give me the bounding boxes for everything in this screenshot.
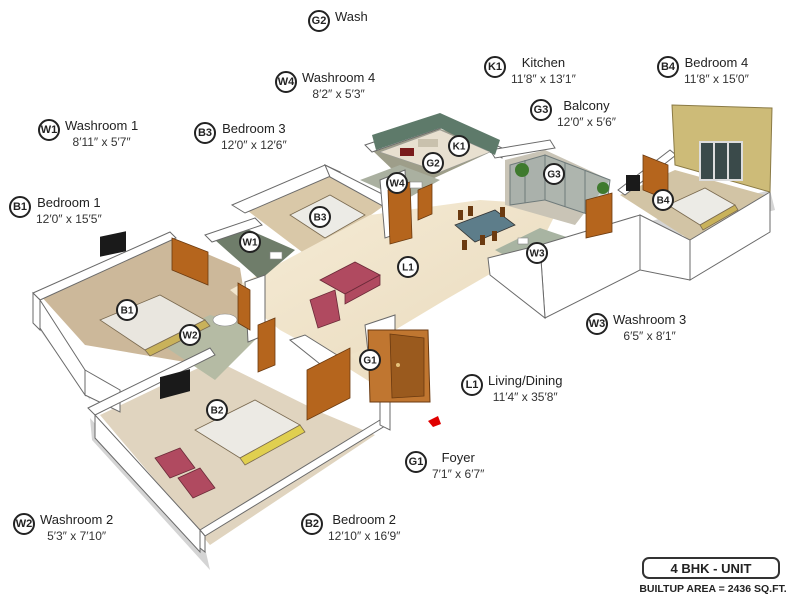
room-name: Living/Dining: [488, 373, 563, 388]
marker-L1: L1: [397, 256, 419, 278]
room-dimensions: 6′5″ x 8′1″: [623, 329, 676, 343]
legend-bedroom-4: B4 Bedroom 4 11′8″ x 15′0″: [657, 55, 749, 87]
marker-W4: W4: [386, 172, 408, 194]
room-name: Foyer: [441, 450, 475, 465]
marker-B2: B2: [206, 399, 228, 421]
svg-text:L1: L1: [402, 263, 414, 274]
marker-G3: G3: [543, 163, 565, 185]
legend-washroom-1: W1 Washroom 1 8′11″ x 5′7″: [38, 118, 138, 150]
svg-text:B3: B3: [314, 213, 327, 224]
legend-balcony: G3 Balcony 12′0″ x 5′6″: [530, 98, 616, 130]
room-dimensions: 8′11″ x 5′7″: [72, 135, 131, 149]
walls: [32, 118, 771, 554]
legend-kitchen: K1 Kitchen 11′8″ x 13′1″: [484, 55, 576, 87]
marker-W3: W3: [526, 242, 548, 264]
legend-washroom-2: W2 Washroom 2 5′3″ x 7′10″: [13, 512, 113, 544]
entrance-arrow: [428, 416, 441, 427]
badge-G1: G1: [405, 451, 427, 473]
badge-L1: L1: [461, 374, 483, 396]
room-dimensions: 12′10″ x 16′9″: [328, 529, 401, 543]
room-dimensions: 11′4″ x 35′8″: [492, 390, 558, 404]
room-dimensions: 11′8″ x 13′1″: [511, 72, 576, 86]
builtup-area: BUILTUP AREA = 2436 SQ.FT.: [639, 583, 787, 595]
svg-text:W4: W4: [390, 179, 405, 190]
room-name: Washroom 2: [40, 512, 114, 527]
balcony-plants: [515, 163, 609, 194]
room-dimensions: 7′1″ x 6′7″: [432, 467, 485, 481]
legend-foyer: G1 Foyer 7′1″ x 6′7″: [405, 450, 484, 482]
wood-furniture: [171, 154, 669, 421]
tv-units: [100, 175, 640, 400]
room-name: Wash: [335, 9, 368, 24]
legend-wash: G2 Wash: [308, 9, 368, 32]
room-markers: K1 G2 G3 W4 B3 B4 W1 L1 W3 B1 W2 G1 B2: [116, 135, 674, 421]
svg-text:G2: G2: [426, 159, 440, 170]
legend-bedroom-3: B3 Bedroom 3 12′0″ x 12′6″: [194, 121, 287, 153]
marker-B4: B4: [652, 189, 674, 211]
svg-text:K1: K1: [453, 142, 466, 153]
bathroom-fixtures: [212, 181, 529, 327]
badge-B2: B2: [301, 513, 323, 535]
legend-bedroom-2: B2 Bedroom 2 12′10″ x 16′9″: [301, 512, 400, 544]
marker-B1: B1: [116, 299, 138, 321]
svg-text:B4: B4: [657, 196, 670, 207]
marker-G1: G1: [359, 349, 381, 371]
room-name: Bedroom 4: [684, 55, 749, 70]
dining-table: [454, 206, 516, 250]
svg-text:B2: B2: [211, 406, 224, 417]
badge-B4: B4: [657, 56, 679, 78]
marker-K1: K1: [448, 135, 470, 157]
badge-B3: B3: [194, 122, 216, 144]
bedroom-4-window: [699, 141, 743, 181]
room-name: Washroom 1: [65, 118, 139, 133]
legend-washroom-3: W3 Washroom 3 6′5″ x 8′1″: [586, 312, 686, 344]
living-furniture: [154, 261, 381, 499]
washroom-1-floor: [215, 228, 295, 280]
svg-text:W2: W2: [183, 331, 198, 342]
svg-text:B1: B1: [121, 306, 134, 317]
room-dimensions: 12′0″ x 15′5″: [36, 212, 102, 226]
room-name: Bedroom 1: [37, 195, 101, 210]
room-dimensions: 5′3″ x 7′10″: [47, 529, 107, 543]
living-dining-floor: [230, 200, 560, 385]
badge-W4: W4: [275, 71, 297, 93]
room-name: Washroom 4: [302, 70, 376, 85]
badge-G3: G3: [530, 99, 552, 121]
legend-washroom-4: W4 Washroom 4 8′2″ x 5′3″: [275, 70, 375, 102]
badge-B1: B1: [9, 196, 31, 218]
marker-G2: G2: [422, 152, 444, 174]
svg-text:G1: G1: [363, 356, 377, 367]
marker-W2: W2: [179, 324, 201, 346]
svg-text:W3: W3: [530, 249, 545, 260]
svg-text:W1: W1: [243, 238, 258, 249]
room-name: Kitchen: [521, 55, 566, 70]
room-dimensions: 12′0″ x 5′6″: [557, 115, 617, 129]
badge-W3: W3: [586, 313, 608, 335]
room-dimensions: 11′8″ x 15′0″: [684, 72, 749, 86]
room-dimensions: 8′2″ x 5′3″: [312, 87, 365, 101]
unit-type-badge: 4 BHK - UNIT: [642, 557, 780, 579]
legend-bedroom-1: B1 Bedroom 1 12′0″ x 15′5″: [9, 195, 102, 227]
room-name: Bedroom 3: [222, 121, 286, 136]
svg-text:G3: G3: [547, 170, 561, 181]
marker-B3: B3: [309, 206, 331, 228]
badge-G2: G2: [308, 10, 330, 32]
badge-W2: W2: [13, 513, 35, 535]
room-name: Balcony: [563, 98, 610, 113]
marker-W1: W1: [239, 231, 261, 253]
room-name: Washroom 3: [613, 312, 687, 327]
legend-living-dining: L1 Living/Dining 11′4″ x 35′8″: [461, 373, 562, 405]
main-entrance-door: [367, 329, 431, 403]
room-dimensions: 12′0″ x 12′6″: [221, 138, 287, 152]
badge-W1: W1: [38, 119, 60, 141]
badge-K1: K1: [484, 56, 506, 78]
room-name: Bedroom 2: [332, 512, 396, 527]
